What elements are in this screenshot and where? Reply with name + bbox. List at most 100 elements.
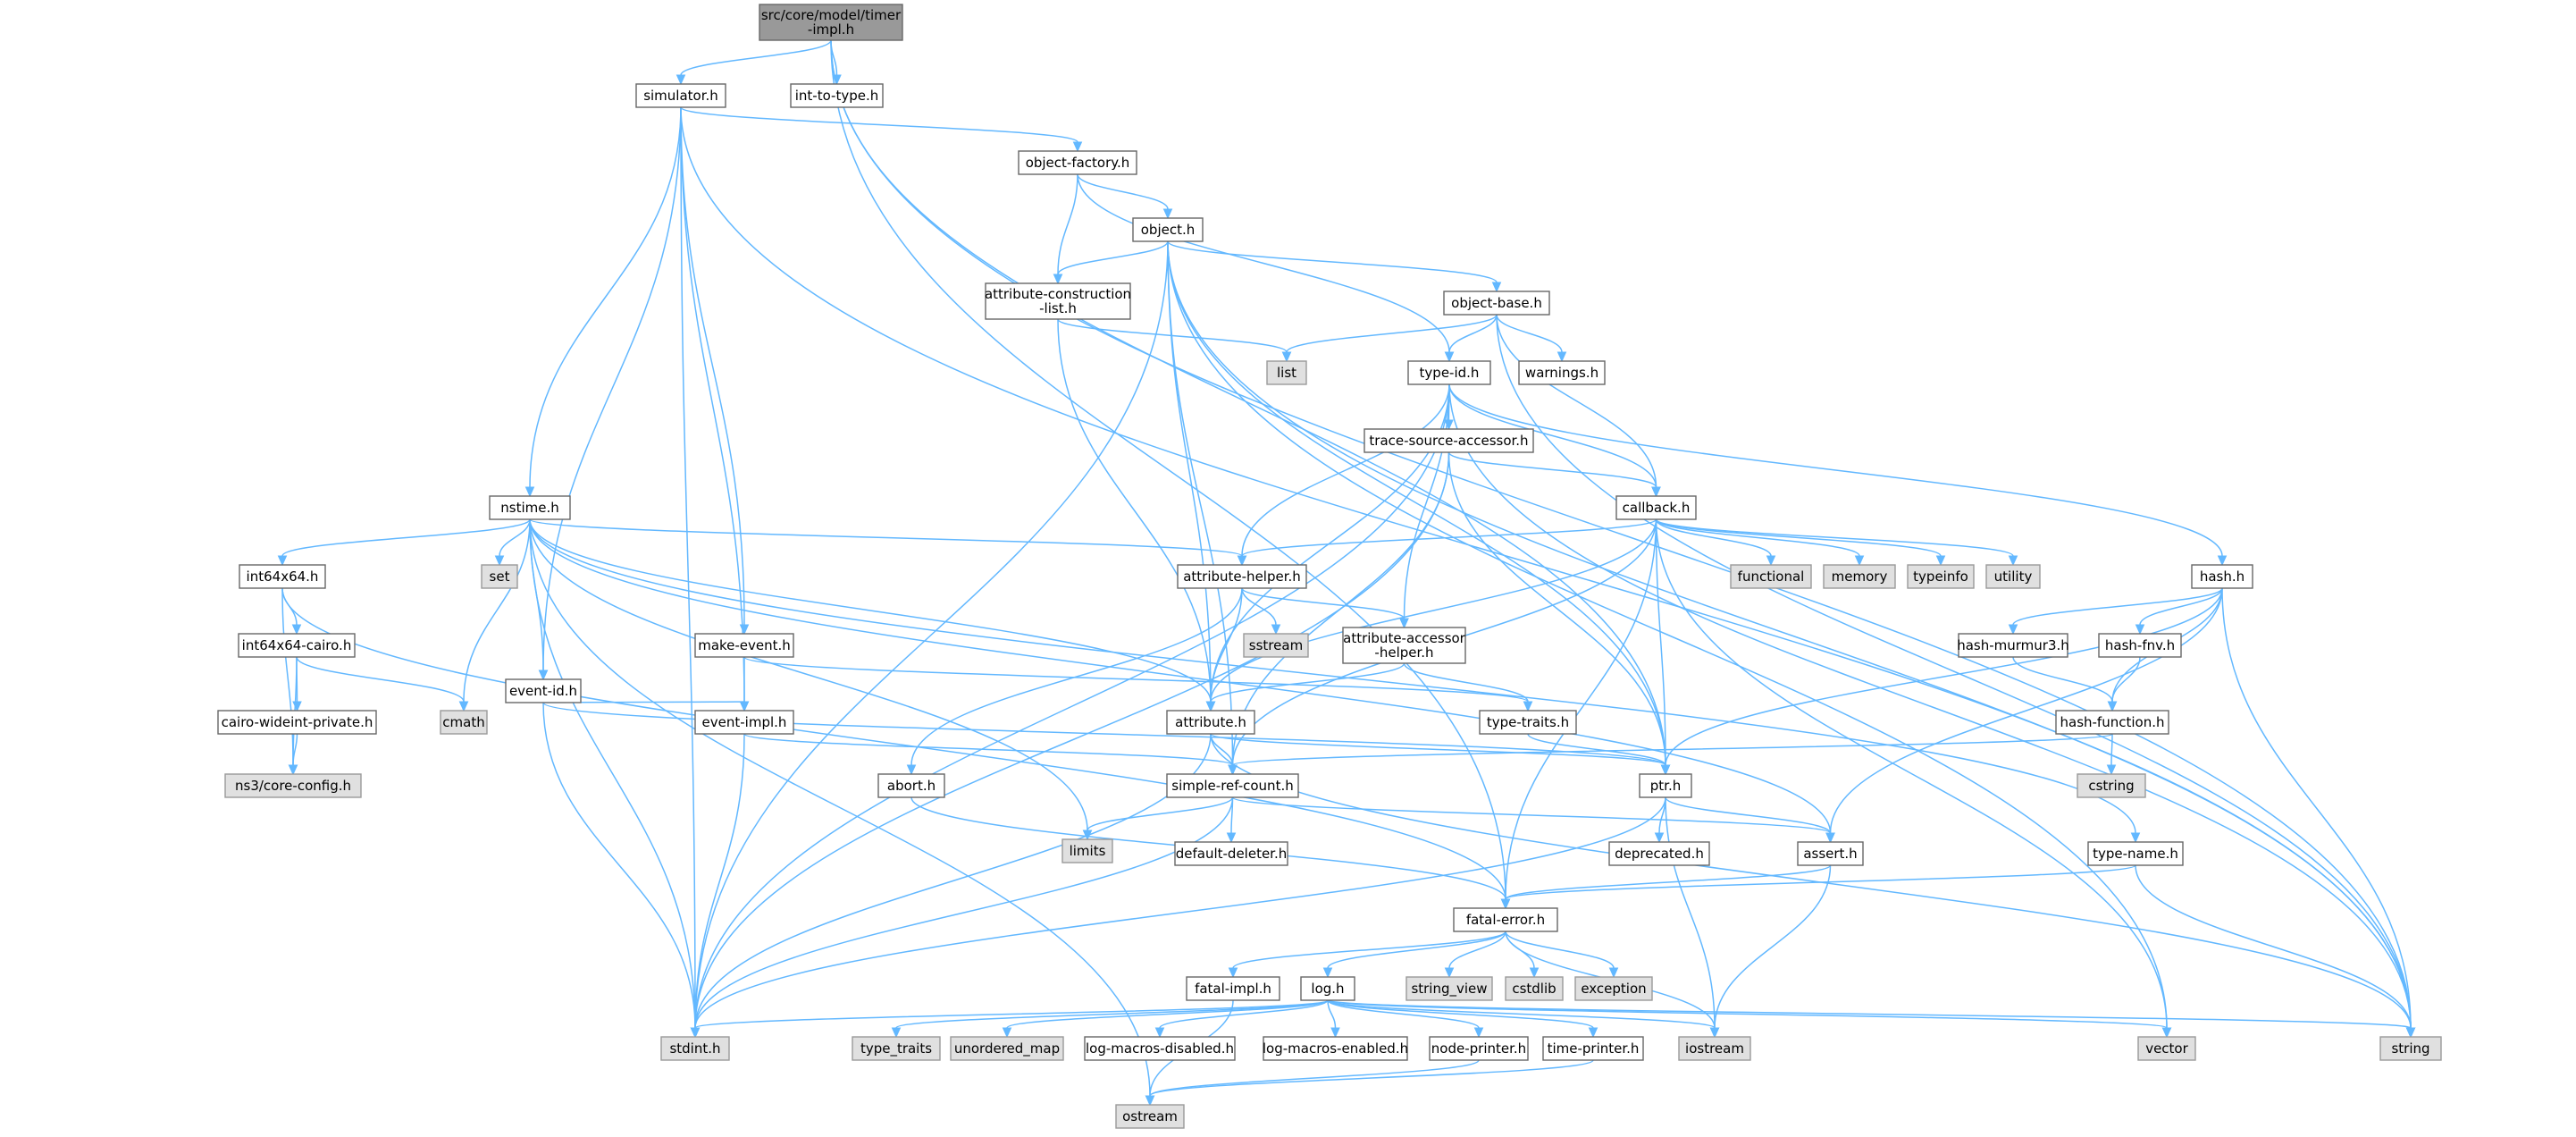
node-type-id[interactable]: type-id.h bbox=[1407, 360, 1491, 385]
node-abort[interactable]: abort.h bbox=[877, 773, 945, 798]
node-default-deleter[interactable]: default-deleter.h bbox=[1174, 841, 1288, 866]
node-int-to-type[interactable]: int-to-type.h bbox=[790, 83, 884, 108]
node-attr-construction[interactable]: attribute-construction-list.h bbox=[985, 282, 1131, 320]
node-cmath: cmath bbox=[440, 710, 488, 735]
edge-line bbox=[1665, 796, 1716, 1029]
node-nstime[interactable]: nstime.h bbox=[489, 495, 571, 520]
node-fatal-impl[interactable]: fatal-impl.h bbox=[1186, 976, 1280, 1001]
edge-line bbox=[296, 656, 465, 703]
node-label: unordered_map bbox=[954, 1040, 1060, 1057]
node-trace-source[interactable]: trace-source-accessor.h bbox=[1364, 428, 1534, 453]
node-box bbox=[2137, 1036, 2196, 1061]
edge-line bbox=[2135, 864, 2412, 1029]
node-int64x64[interactable]: int64x64.h bbox=[239, 564, 326, 589]
node-event-id[interactable]: event-id.h bbox=[505, 678, 582, 703]
edge-arrowhead bbox=[1935, 555, 1946, 567]
node-vector: vector bbox=[2137, 1036, 2196, 1061]
edge-arrowhead bbox=[1529, 967, 1540, 979]
edge-arrowhead bbox=[1072, 141, 1083, 153]
edge-nstime-to-limits bbox=[529, 518, 1093, 841]
node-memory: memory bbox=[1823, 564, 1896, 589]
edge-arrowhead bbox=[1660, 764, 1671, 776]
edge-log-to-vector bbox=[1327, 999, 2172, 1039]
node-object-factory[interactable]: object-factory.h bbox=[1018, 150, 1137, 175]
edge-line bbox=[1327, 931, 1506, 969]
node-warnings[interactable]: warnings.h bbox=[1518, 360, 1606, 385]
node-log-macros-disabled[interactable]: log-macros-disabled.h bbox=[1084, 1036, 1236, 1061]
node-label: hash-fnv.h bbox=[2105, 637, 2175, 653]
edge-line bbox=[2110, 733, 2113, 766]
node-callback[interactable]: callback.h bbox=[1615, 495, 1697, 520]
edge-attr_accessor-to-attribute bbox=[1205, 662, 1405, 712]
node-node-printer[interactable]: node-printer.h bbox=[1429, 1036, 1529, 1061]
node-object[interactable]: object.h bbox=[1132, 217, 1204, 242]
node-hash-murmur3[interactable]: hash-murmur3.h bbox=[1957, 633, 2069, 658]
node-label: set bbox=[490, 568, 510, 585]
edge-line bbox=[1505, 864, 1832, 900]
node-attribute-helper[interactable]: attribute-helper.h bbox=[1177, 564, 1307, 589]
node-object-base[interactable]: object-base.h bbox=[1443, 291, 1550, 316]
edge-log-to-iostream bbox=[1327, 999, 1720, 1039]
edge-line bbox=[2221, 587, 2412, 1029]
edge-line bbox=[1149, 1059, 1594, 1097]
edge-line bbox=[1655, 518, 2014, 557]
node-type-traits-h[interactable]: type-traits.h bbox=[1479, 710, 1577, 735]
node-fatal-error[interactable]: fatal-error.h bbox=[1453, 907, 1558, 932]
node-attribute[interactable]: attribute.h bbox=[1166, 710, 1255, 735]
node-box bbox=[239, 564, 326, 589]
edge-log-to-type_traits bbox=[891, 999, 1329, 1039]
node-label: ns3/core-config.h bbox=[235, 778, 351, 794]
node-hash-function[interactable]: hash-function.h bbox=[2055, 710, 2169, 735]
node-int64x64-cairo[interactable]: int64x64-cairo.h bbox=[238, 633, 356, 658]
edge-line bbox=[1327, 999, 1594, 1029]
node-stdint: stdint.h bbox=[660, 1036, 730, 1061]
node-log[interactable]: log.h bbox=[1300, 976, 1355, 1001]
node-label: time-printer.h bbox=[1548, 1040, 1640, 1057]
node-cairo-wideint[interactable]: cairo-wideint-private.h bbox=[217, 710, 377, 735]
edge-line bbox=[1505, 518, 1657, 900]
node-deprecated[interactable]: deprecated.h bbox=[1608, 841, 1710, 866]
node-type-traits: type_traits bbox=[852, 1036, 941, 1061]
edge-type_id-to-hash bbox=[1448, 383, 2228, 567]
edge-line bbox=[1167, 240, 1234, 766]
edge-nstime-to-set bbox=[494, 518, 531, 567]
node-simple-ref[interactable]: simple-ref-count.h bbox=[1166, 773, 1299, 798]
node-cstring: cstring bbox=[2077, 773, 2146, 798]
edge-line bbox=[1231, 733, 2113, 766]
node-box bbox=[877, 773, 945, 798]
node-hash[interactable]: hash.h bbox=[2191, 564, 2253, 589]
node-label: type-name.h bbox=[2093, 846, 2178, 862]
edge-ptr-to-assert bbox=[1665, 796, 1835, 844]
edge-cairo_wideint-to-ns3_config bbox=[288, 733, 298, 776]
node-type-name[interactable]: type-name.h bbox=[2087, 841, 2184, 866]
node-event-impl[interactable]: event-impl.h bbox=[694, 710, 794, 735]
node-hash-fnv[interactable]: hash-fnv.h bbox=[2098, 633, 2182, 658]
edge-arrowhead bbox=[1053, 274, 1063, 285]
node-ptr[interactable]: ptr.h bbox=[1639, 773, 1692, 798]
node-attr-accessor[interactable]: attribute-accessor-helper.h bbox=[1342, 627, 1466, 664]
node-label: attribute-construction bbox=[985, 286, 1131, 302]
node-root[interactable]: src/core/model/timer-impl.h bbox=[759, 4, 903, 41]
node-simulator[interactable]: simulator.h bbox=[635, 83, 726, 108]
edge-line bbox=[1149, 1059, 1480, 1097]
edge-line bbox=[1655, 518, 1666, 766]
node-time-printer[interactable]: time-printer.h bbox=[1542, 1036, 1644, 1061]
edge-fatal_error-to-string_view bbox=[1444, 931, 1506, 979]
edge-int64x64-to-int64x64_cairo bbox=[281, 587, 302, 636]
node-log-macros-enabled[interactable]: log-macros-enabled.h bbox=[1263, 1036, 1408, 1061]
edge-line bbox=[1167, 240, 2168, 1029]
edge-line bbox=[499, 518, 531, 557]
node-make-event[interactable]: make-event.h bbox=[694, 633, 794, 658]
node-label: exception bbox=[1581, 981, 1646, 997]
node-box bbox=[1115, 1104, 1185, 1129]
node-assert[interactable]: assert.h bbox=[1797, 841, 1864, 866]
edge-log-to-node_printer bbox=[1327, 999, 1484, 1039]
edge-line bbox=[694, 999, 1329, 1029]
edge-arrowhead bbox=[1082, 830, 1093, 841]
node-box bbox=[1823, 564, 1896, 589]
edge-nstime-to-type_name bbox=[529, 518, 2141, 844]
node-box bbox=[1518, 360, 1606, 385]
node-label: trace-source-accessor.h bbox=[1369, 433, 1528, 449]
edge-hash-to-hash_fnv bbox=[2135, 587, 2223, 636]
node-box bbox=[1018, 150, 1137, 175]
